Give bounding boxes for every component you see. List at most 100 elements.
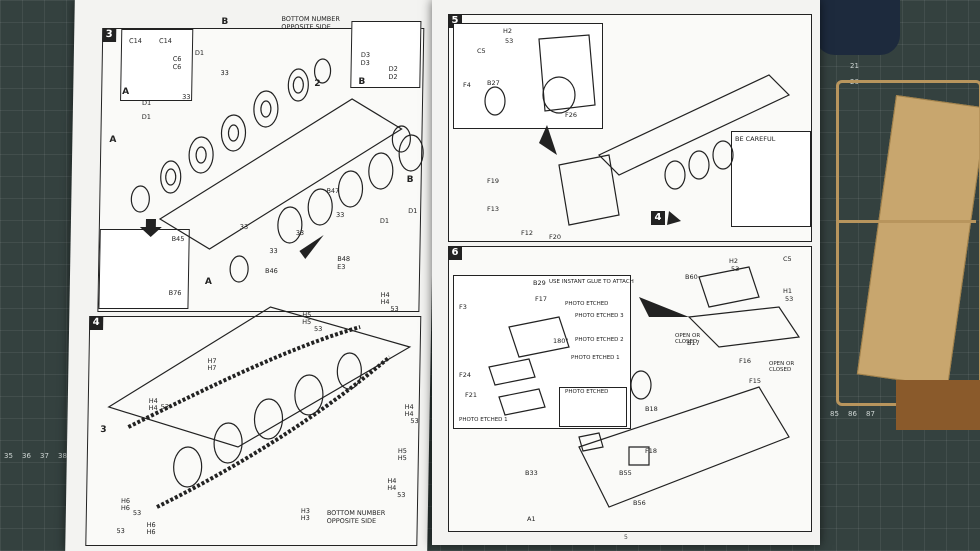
part-label: A: [122, 87, 130, 97]
caution-note: BE CAREFUL: [735, 135, 776, 143]
instruction-page-right: 5 H2 53 C5 F4 B27 F26 F19 F13 F12 F20: [432, 0, 820, 545]
part-label: D3: [360, 51, 371, 59]
ruler-mark: 86: [848, 410, 857, 418]
part-label: B27: [487, 79, 500, 87]
part-label: 53: [785, 295, 794, 303]
part-label: H4: [148, 404, 158, 412]
annotation: PHOTO ETCHED 2: [575, 337, 624, 343]
part-label: D1: [141, 113, 151, 121]
part-label: H1: [783, 287, 793, 295]
part-label: H2: [729, 257, 739, 265]
annotation: PHOTO ETCHED: [565, 389, 609, 395]
annotation: OPEN OR CLOSED: [675, 333, 701, 345]
part-label: 53: [410, 417, 419, 425]
part-label: C14: [159, 37, 172, 45]
ruler-mark: 37: [40, 452, 49, 460]
ruler-mark: 35: [4, 452, 13, 460]
part-label: D3: [360, 59, 370, 67]
part-label: F16: [739, 357, 752, 365]
part-label: C6: [172, 55, 182, 63]
step-number: 6: [448, 246, 462, 260]
part-label: B33: [525, 469, 538, 477]
instruction-page-left: 3 BOTTOM NUMBER OPPOSITE SIDE: [65, 0, 437, 551]
part-label: F12: [521, 229, 534, 237]
part-label: 2: [314, 79, 321, 89]
ruler-mark: 87: [866, 410, 875, 418]
detail-inset: [559, 387, 627, 427]
annotation: PHOTO ETCHED 1: [459, 417, 508, 423]
part-label: D1: [194, 49, 205, 57]
part-label: 53: [313, 325, 323, 333]
model-sprue: [826, 60, 980, 430]
track-wheel-diagram: [130, 58, 424, 283]
part-label: B48: [337, 255, 351, 263]
part-label: 53: [390, 305, 399, 313]
step-3-panel: 3 BOTTOM NUMBER OPPOSITE SIDE: [97, 15, 425, 312]
part-label: C5: [477, 47, 486, 55]
part-label: B46: [265, 267, 278, 275]
part-label: 33: [335, 211, 345, 219]
part-label: H7: [207, 364, 217, 372]
part-label: 33: [239, 223, 249, 231]
part-label: C5: [783, 255, 792, 263]
part-label: B29: [533, 279, 546, 287]
ruler-mark: 85: [830, 410, 839, 418]
page-number: 5: [624, 534, 628, 541]
part-label: B17: [687, 339, 700, 347]
part-label: B47: [326, 187, 340, 195]
part-label: 53: [505, 37, 514, 45]
part-label: F4: [463, 81, 471, 89]
part-label: 53: [160, 403, 170, 411]
part-label: F21: [465, 391, 478, 399]
part-label: B60: [685, 273, 698, 281]
part-label: H5: [397, 454, 407, 462]
part-label: H3: [300, 514, 310, 522]
hull-rear-diagram: [484, 34, 791, 226]
part-label: 3: [100, 425, 107, 435]
annotation: USE INSTANT GLUE TO ATTACH: [549, 279, 634, 285]
part-label: B76: [168, 289, 182, 297]
part-label: F13: [487, 205, 500, 213]
part-label: D2: [388, 73, 398, 81]
part-label: 53: [116, 527, 125, 535]
part-label: 33: [295, 229, 305, 237]
part-label: F24: [459, 371, 472, 379]
part-label: F20: [549, 233, 562, 241]
hull-deck-diagram: [488, 266, 801, 508]
track-assembly-diagram: [107, 306, 412, 509]
annotation: OPEN OR CLOSED: [769, 361, 795, 373]
part-label: C14: [129, 37, 142, 45]
part-label: F3: [459, 303, 467, 311]
part-label: H4: [387, 484, 397, 492]
part-label: F17: [535, 295, 548, 303]
ruler-mark: 38: [58, 452, 67, 460]
part-label: C6: [172, 63, 182, 71]
part-label: 53: [132, 509, 142, 517]
part-label: D1: [141, 99, 152, 107]
annotation: PHOTO ETCHED 3: [575, 313, 624, 319]
part-label: H2: [503, 27, 513, 35]
part-label: B: [221, 17, 229, 27]
part-label: 53: [397, 491, 406, 499]
annotation: PHOTO ETCHED 1: [571, 355, 620, 361]
part-label: A: [204, 277, 212, 287]
part-label: H4: [380, 298, 390, 306]
part-label: B: [406, 175, 414, 185]
dark-block: [815, 0, 900, 55]
part-label: B: [358, 77, 366, 87]
part-label: B56: [633, 499, 646, 507]
part-label: E3: [337, 263, 346, 271]
step-4-panel: 4 BOTTOM NUMBER OPPOSITE SIDE H4 H4 H5 H…: [85, 291, 422, 546]
part-label: F18: [645, 447, 658, 455]
step-6-panel: 6 USE INSTANT GLUE TO ATTACH PHOTO ETCHE…: [448, 246, 812, 532]
step-5-panel: 5 H2 53 C5 F4 B27 F26 F19 F13 F12 F20: [448, 14, 812, 242]
part-label: A1: [527, 515, 536, 523]
part-label: B45: [171, 235, 185, 243]
part-label: F26: [565, 111, 578, 119]
part-label: D2: [388, 65, 398, 73]
part-label: B18: [645, 405, 658, 413]
part-label: B55: [619, 469, 632, 477]
ruler-mark: 36: [22, 452, 31, 460]
part-label: H6: [120, 504, 131, 512]
detail-inset: [731, 131, 811, 227]
